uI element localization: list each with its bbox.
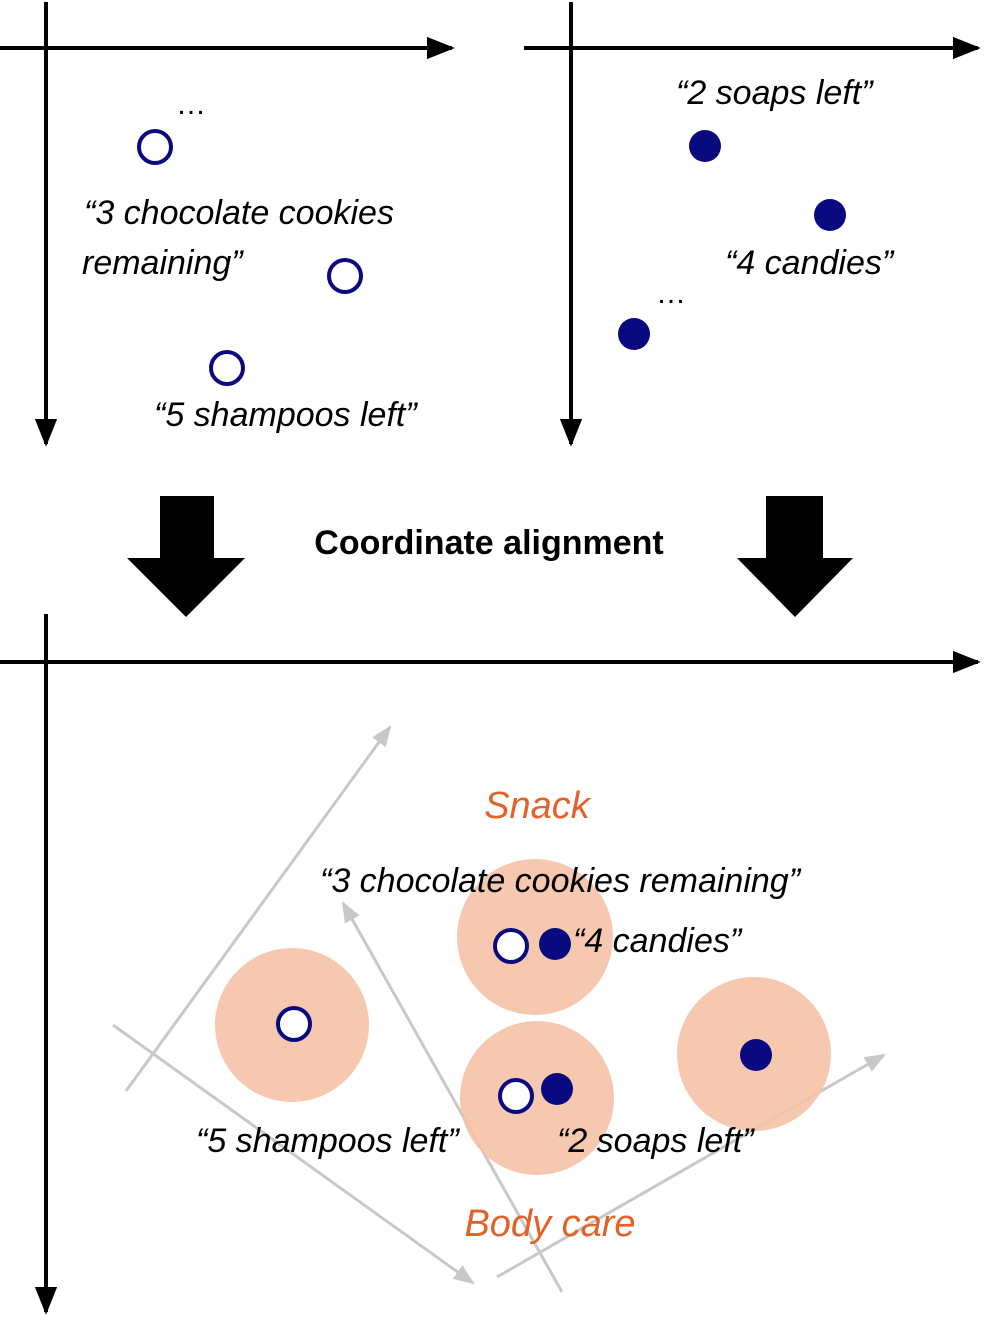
merged-point-shampoos (276, 1006, 312, 1042)
category-body-care: Body care (464, 1203, 635, 1245)
latent-axis-3 (341, 901, 564, 1293)
merged-label-cookies: “3 chocolate cookies remaining” (320, 862, 802, 900)
right-point-other (618, 318, 650, 350)
right-panel: “2 soaps left” “4 candies” … (524, 2, 981, 447)
left-label-cookies-line2: remaining” (82, 244, 244, 282)
right-ellipsis: … (656, 277, 686, 310)
left-panel: … “3 chocolate cookies remaining” “5 sha… (0, 2, 455, 447)
merged-label-shampoos: “5 shampoos left” (196, 1122, 460, 1160)
alignment-transition: Coordinate alignment (127, 496, 853, 617)
left-ellipsis: … (176, 88, 206, 121)
merged-point-candies (539, 928, 571, 960)
latent-axis-1 (124, 725, 392, 1092)
merged-point-soaps (541, 1073, 573, 1105)
merged-panel: Snack “3 chocolate cookies remaining” “4… (0, 614, 981, 1315)
left-point-cookies (137, 129, 173, 165)
right-point-candies (814, 199, 846, 231)
cluster-snack (457, 859, 613, 1015)
right-point-soaps (689, 130, 721, 162)
left-point-other (327, 258, 363, 294)
diagram-title: Coordinate alignment (314, 524, 663, 562)
merged-label-candies: “4 candies” (573, 922, 743, 960)
left-label-cookies-line1: “3 chocolate cookies (84, 194, 394, 232)
right-label-soaps: “2 soaps left” (676, 74, 874, 112)
merged-point-cookies (493, 928, 529, 964)
right-label-candies: “4 candies” (725, 244, 895, 282)
merged-point-right (740, 1039, 772, 1071)
down-arrow-right-icon (737, 496, 853, 617)
merged-label-soaps: “2 soaps left” (557, 1122, 755, 1160)
down-arrow-left-icon (127, 496, 245, 617)
left-point-shampoos (209, 350, 245, 386)
merged-point-body-hollow (498, 1078, 534, 1114)
left-label-shampoos: “5 shampoos left” (154, 396, 418, 434)
category-snack: Snack (484, 785, 592, 827)
cluster-body-care (460, 1021, 614, 1175)
latent-axis-2 (112, 1023, 475, 1285)
